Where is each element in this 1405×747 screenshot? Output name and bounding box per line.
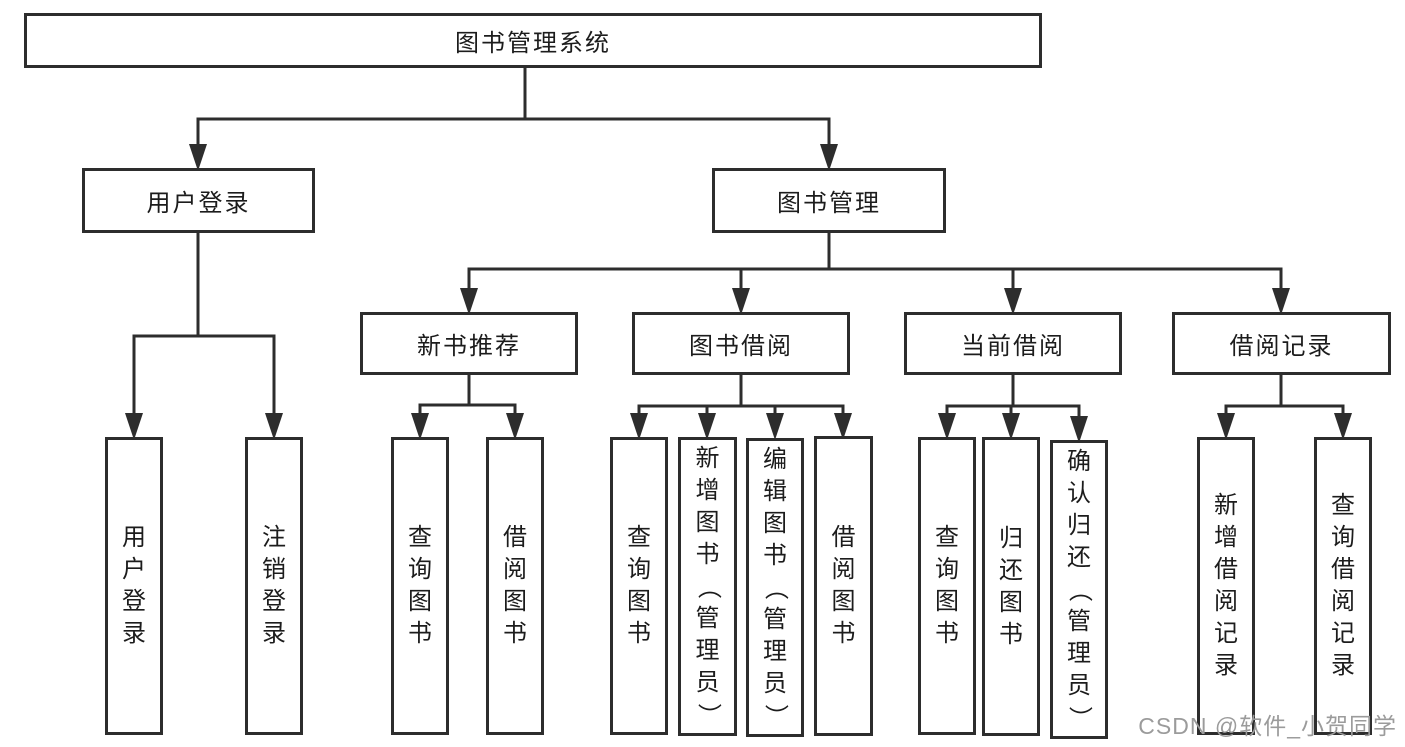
node-label: 新增图书（管理员） [694, 444, 722, 727]
node-label: 新增借阅记录 [1214, 492, 1238, 679]
leaf-user-login: 用户登录 [105, 437, 163, 735]
leaf-logout: 注销登录 [245, 437, 303, 735]
leaf-add-books-admin: 新增图书（管理员） [678, 437, 737, 736]
node-library-management-system: 图书管理系统 [24, 13, 1042, 68]
leaf-return-books: 归还图书 [982, 437, 1040, 736]
node-label: 查询图书 [408, 524, 432, 647]
node-label: 查询图书 [935, 524, 959, 647]
connector-management-to-level3 [467, 233, 1283, 292]
node-label: 确认归还（管理员） [1066, 447, 1093, 730]
arrowheads [125, 144, 1352, 443]
connector-borrow-to-leaves [637, 375, 845, 416]
node-label: 借阅图书 [831, 524, 856, 647]
node-label: 归还图书 [999, 524, 1023, 648]
node-user-login: 用户登录 [82, 168, 315, 233]
node-label: 查询借阅记录 [1331, 492, 1355, 679]
node-borrowing-records: 借阅记录 [1172, 312, 1391, 375]
leaf-query-borrow-record: 查询借阅记录 [1314, 437, 1372, 735]
node-new-book-recommendation: 新书推荐 [360, 312, 578, 375]
node-label: 借阅记录 [1229, 333, 1334, 360]
node-label: 注销登录 [262, 524, 286, 647]
leaf-query-books-borrow: 查询图书 [610, 437, 668, 735]
node-book-management: 图书管理 [712, 168, 946, 233]
leaf-query-books-recommend: 查询图书 [391, 437, 449, 735]
node-label: 图书借阅 [689, 333, 793, 360]
node-label: 借阅图书 [503, 524, 527, 647]
connector-login-to-leaves [132, 233, 276, 416]
leaf-borrow-books: 借阅图书 [814, 436, 873, 736]
csdn-watermark: CSDN @软件_小贺同学 [1138, 713, 1397, 739]
connector-records-to-leaves [1224, 375, 1345, 416]
node-label: 查询图书 [627, 524, 651, 647]
leaf-add-borrow-record: 新增借阅记录 [1197, 437, 1255, 735]
node-book-borrowing: 图书借阅 [632, 312, 850, 375]
leaf-query-books-current: 查询图书 [918, 437, 976, 735]
leaf-confirm-return-admin: 确认归还（管理员） [1050, 440, 1108, 739]
node-current-borrowing: 当前借阅 [904, 312, 1122, 375]
node-label: 新书推荐 [417, 333, 521, 360]
connector-newbook-to-leaves [418, 375, 517, 416]
node-label: 编辑图书（管理员） [762, 445, 789, 728]
leaf-borrow-books-recommend: 借阅图书 [486, 437, 544, 735]
connector-root-to-level2 [196, 68, 831, 147]
node-label: 用户登录 [122, 524, 146, 647]
leaf-edit-books-admin: 编辑图书（管理员） [746, 438, 804, 737]
node-label: 当前借阅 [961, 333, 1065, 360]
node-label: 图书管理系统 [455, 30, 611, 57]
node-label: 图书管理 [777, 190, 881, 217]
connector-current-to-leaves [945, 375, 1081, 419]
node-label: 用户登录 [146, 190, 251, 217]
